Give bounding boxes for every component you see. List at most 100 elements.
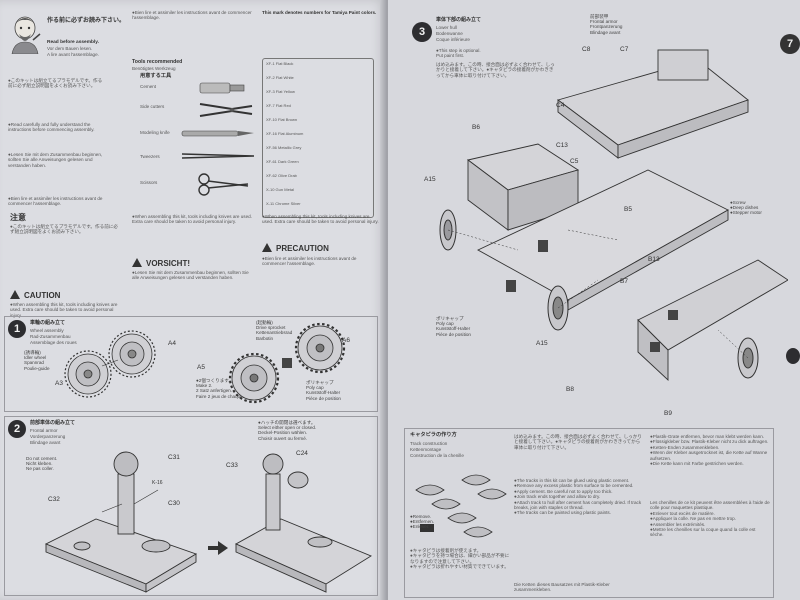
header-en: Read before assembly.: [47, 40, 99, 45]
step2-section: [4, 416, 378, 596]
paint-item: XF-16 Flat Aluminum: [266, 131, 304, 136]
header-de: Vor dem Bauen lesen.: [47, 46, 93, 51]
part-label-b6: B6: [472, 124, 480, 131]
modeling-knife-icon: [181, 130, 254, 137]
part-label-c4: C4: [556, 102, 565, 109]
caution-title: CAUTION: [24, 291, 61, 300]
next-page-step-number: 7: [780, 34, 800, 54]
part-label-b8: B8: [566, 386, 574, 393]
step2-title-de: Vorderpanzerung: [30, 434, 66, 439]
track-title-en: Track construction: [410, 441, 448, 446]
part-label-b7: B7: [620, 278, 628, 285]
step1-polycap-label: ポリキャップ Poly cap Kunststoff-Halter Pièce …: [306, 380, 341, 401]
part-label-c5: C5: [570, 158, 579, 165]
step3-title-en: Lower hull: [436, 25, 457, 30]
track-text-de: ●Plastik-Grate entfernen, bevor man kleb…: [650, 434, 769, 467]
step3-frontal-armor-label: 前部装甲 Frontal armor Frontpanzerung Blinda…: [590, 14, 623, 35]
part-label-c33: C33: [226, 462, 238, 469]
tool-scissors-label: Scissors: [140, 180, 158, 185]
step2-nocement-note: Do not cement. Nicht kleben. Ne pas coll…: [26, 456, 58, 472]
tool-knife-label: Modeling knife: [140, 130, 170, 135]
step1-make2-note: ●2個つくります。 Make 2. 2 Satz anfertigen. Fai…: [196, 378, 245, 399]
step1-title-jp: 車輪の組み立て: [30, 320, 66, 326]
left-page: 作る前に必ずお読み下さい。 Read before assembly. Vor …: [0, 0, 386, 600]
track-text-de-bottom: Die Ketten dieses Bausatzes mit Plastik-…: [514, 582, 610, 593]
step2-title-fr: Blindage avant: [30, 440, 61, 445]
tool-cutters-label: Side cutters: [140, 104, 165, 109]
mascot-illustration: [11, 16, 41, 54]
right-page: 3 車体下部の組み立て Lower hull Bodenwanne Coque …: [388, 0, 800, 600]
side-cutters-icon: [199, 103, 253, 117]
precaution-col3-text: ●When assembling this kit, tools includi…: [262, 214, 379, 225]
step2-hatch-note: ●ハッチの開閉は選べます。 Select either open or clos…: [258, 420, 317, 441]
tools-title-de: Benötigtes Werkzeug: [132, 66, 176, 71]
precaution-title: PRECAUTION: [276, 244, 329, 253]
track-title-jp: キャタピラの作り方: [410, 432, 457, 438]
step1-section: [4, 316, 378, 412]
tool-cement-label: Cement: [140, 84, 157, 89]
step2-frontal-armor-drawing-b: [234, 453, 372, 593]
step1-number: 1: [8, 320, 26, 338]
next-page-step-marker: [786, 348, 800, 364]
step1-idler-label: (誘導輪) Idler wheel Spannrad Poulie-guide: [24, 350, 50, 371]
caution-jp-text: ●このキットは組立てるプラモデルです。作る前に必ず組立説明図をよくお読み下さい。: [10, 224, 118, 235]
part-label-b13: B13: [648, 256, 660, 263]
part-label-a6: A6: [342, 337, 350, 344]
part-label-c32: C32: [48, 496, 60, 503]
tool-tweezers-label: Tweezers: [140, 154, 160, 159]
step1-drive-label: (起動輪) Drive sprocket Kettenantriebsrad B…: [256, 320, 293, 341]
track-text-en: ●The tracks in this kit can be glued usi…: [514, 478, 642, 516]
precaution-text: ●Bien lire et assimiler les instructions…: [262, 256, 357, 267]
step3-polycap-label: ポリキャップ Poly cap Kunststoff-Halter Pièce …: [436, 316, 471, 337]
part-label-c7: C7: [620, 46, 629, 53]
step1-drive-sprockets-drawing: [228, 322, 346, 404]
paints-title: This mark denotes numbers for Tamiya Pai…: [262, 10, 377, 15]
tools-title-jp: 用意する工具: [140, 73, 172, 79]
step1-title-de: Rad-Zusammenbau: [30, 334, 71, 339]
tools-title-en: Tools recommended: [132, 59, 183, 65]
warning-triangle-icon: [132, 258, 142, 267]
step2-frontal-armor-drawing-a: [44, 451, 198, 593]
column2-intro-text: ●Bien lire et assimiler les instructions…: [132, 10, 252, 21]
paint-item: XF-1 Flat Black: [266, 61, 294, 66]
warning-triangle-icon: [262, 243, 272, 252]
step-arrow-icon: [208, 541, 228, 555]
part-label-c24: C24: [296, 450, 308, 457]
intro-jp: ●このキットは組立てるプラモデルです。作る前に必ず組立説明図をよくお読み下さい。: [8, 78, 103, 89]
step2-title-en: Frontal armor: [30, 428, 58, 433]
step3-number: 3: [412, 22, 432, 42]
scissors-icon: [198, 173, 249, 196]
part-label-b5: B5: [624, 206, 632, 213]
intro-en: ●Read carefully and fully understand the…: [8, 122, 95, 133]
warning-triangle-icon: [10, 290, 20, 299]
vorsicht-text: ●Lesen Sie mit dem Zusammenbau beginnen,…: [132, 270, 249, 281]
part-label-a3: A3: [55, 380, 63, 387]
part-label-a4: A4: [168, 340, 176, 347]
step3-title-fr: Coque inférieure: [436, 37, 470, 42]
step1-title-en: Wheel assembly: [30, 328, 64, 333]
part-label-c30: C30: [168, 500, 180, 507]
part-label-b9: B9: [664, 410, 672, 417]
step3-side-notes: ●Screw ●Deep dishes ●Stepper motor: [730, 200, 762, 216]
step1-title-fr: Assemblage des roues: [30, 340, 77, 345]
track-remove-note: ●Remove. ●Entfernen. ●Enlever.: [410, 514, 434, 530]
step3-title-jp: 車体下部の組み立て: [436, 17, 482, 23]
paint-item: XF-61 Dark Green: [266, 159, 299, 164]
intro-fr: ●Bien lire et assimiler les instructions…: [8, 196, 103, 207]
step2-title-jp: 前部車体の組み立て: [30, 420, 76, 426]
paint-item: X-10 Gun Metal: [266, 187, 295, 192]
track-text-jp2: ●キャタピラは接着剤が使えます。 ●キャタピラを持つ場合は、細かい部品が不要にな…: [410, 548, 510, 570]
track-text-fr: Les chenilles de ce kit peuvent être ass…: [650, 500, 770, 538]
track-title-de: Kettenmontage: [410, 447, 442, 452]
step3-lower-hull-drawing: [439, 49, 788, 382]
vorsicht-title: VORSICHT!: [146, 259, 190, 268]
caution-en-text: ●When assembling this kit, tools includi…: [10, 302, 118, 318]
paint-item: XF-56 Metallic Grey: [266, 145, 302, 150]
caution-col2-text: ●When assembling this kit, tools includi…: [132, 214, 252, 225]
step1-idler-wheels-drawing: [64, 330, 156, 398]
step3-note: ●This step is optional. Put paint first.: [436, 48, 481, 59]
tweezers-icon: [181, 153, 255, 159]
part-label-c8: C8: [582, 46, 591, 53]
paint-list-box: [262, 58, 374, 218]
step3-note-jp: はめ込みます。この時、接合面は必ずよく合わせて、しっかりと接着して下さい。●キャ…: [436, 62, 555, 78]
